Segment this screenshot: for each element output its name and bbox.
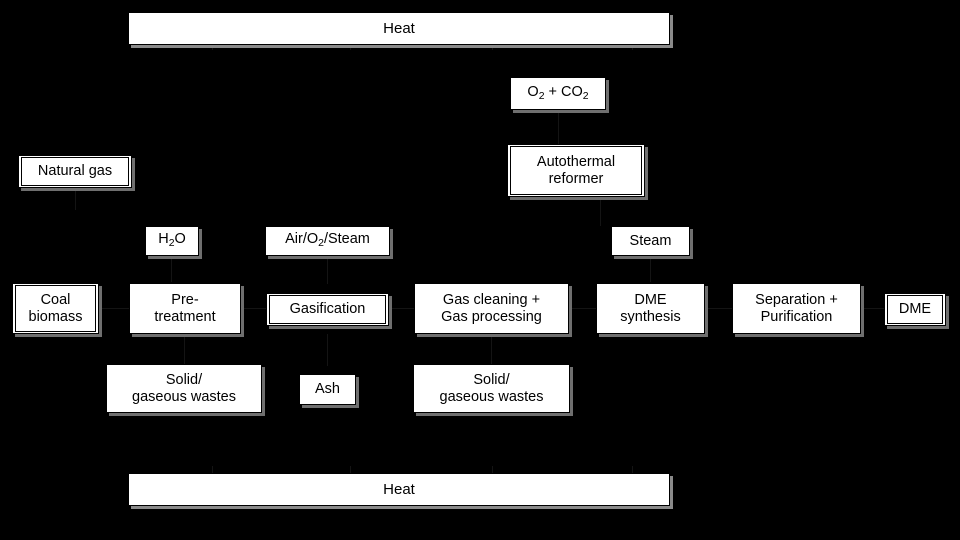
node-autothermal-reformer-label: Autothermal reformer	[510, 146, 642, 195]
node-separation-purification[interactable]: Separation + Purification	[732, 283, 861, 334]
node-waste-right[interactable]: Solid/ gaseous wastes	[413, 364, 570, 413]
node-waste-left[interactable]: Solid/ gaseous wastes	[106, 364, 262, 413]
connector-heat-bottom-stub-1	[212, 466, 213, 474]
heat-bar-top[interactable]: Heat	[128, 12, 670, 45]
connector-pretreatment-to-waste	[184, 334, 185, 364]
connector-heat-bottom-stub-2	[350, 466, 351, 474]
node-gasification[interactable]: Gasification	[266, 293, 389, 326]
node-dme-synthesis-label: DME synthesis	[620, 291, 681, 325]
node-coal-biomass[interactable]: Coal biomass	[12, 283, 99, 334]
node-air-o2-steam[interactable]: Air/O2/Steam	[265, 226, 390, 256]
node-pre-treatment[interactable]: Pre- treatment	[129, 283, 241, 334]
node-dme-product[interactable]: DME	[884, 293, 946, 326]
node-autothermal-reformer[interactable]: Autothermal reformer	[507, 144, 645, 197]
node-pre-treatment-label: Pre- treatment	[154, 291, 216, 325]
connector-pretreatment-to-gasification	[241, 308, 268, 309]
connector-heat-top-stub-3	[492, 44, 493, 50]
node-separation-purification-label: Separation + Purification	[755, 291, 838, 325]
node-o2-co2-label: O2 + CO2	[527, 83, 589, 102]
connector-o2co2-to-reformer	[558, 110, 559, 146]
node-coal-biomass-label: Coal biomass	[15, 285, 96, 332]
node-h2o-label: H2O	[158, 231, 186, 250]
node-h2o[interactable]: H2O	[145, 226, 199, 256]
node-natural-gas-label: Natural gas	[21, 157, 129, 186]
connector-reformer-to-steam	[600, 196, 601, 226]
node-o2-co2[interactable]: O2 + CO2	[510, 77, 606, 110]
node-ash-label: Ash	[315, 381, 340, 398]
connector-heat-top-stub-4	[632, 44, 633, 50]
connector-gasification-to-gascleaning	[389, 308, 416, 309]
node-ash[interactable]: Ash	[299, 374, 356, 405]
connector-coal-to-pretreatment	[99, 308, 130, 309]
connector-gascleaning-to-dmesynthesis	[569, 308, 596, 309]
connector-gasification-to-ash	[327, 334, 328, 366]
node-dme-synthesis[interactable]: DME synthesis	[596, 283, 705, 334]
node-steam[interactable]: Steam	[611, 226, 690, 256]
node-gas-cleaning[interactable]: Gas cleaning + Gas processing	[414, 283, 569, 334]
heat-bar-bottom[interactable]: Heat	[128, 473, 670, 506]
node-natural-gas[interactable]: Natural gas	[18, 155, 132, 188]
node-gasification-label: Gasification	[269, 295, 386, 324]
connector-heat-bottom-stub-4	[632, 466, 633, 474]
connector-air-to-gasification	[327, 256, 328, 284]
connector-separation-to-dme	[861, 308, 888, 309]
connector-heat-top-stub-2	[350, 44, 351, 50]
connector-naturalgas-down	[75, 190, 76, 210]
node-dme-product-label: DME	[887, 295, 943, 324]
heat-bar-bottom-label: Heat	[383, 481, 415, 498]
connector-heat-top-stub-1	[212, 44, 213, 50]
heat-bar-top-label: Heat	[383, 20, 415, 37]
connector-gascleaning-to-waste	[491, 334, 492, 364]
connector-steam-to-dme	[650, 256, 651, 282]
node-waste-right-label: Solid/ gaseous wastes	[439, 371, 544, 405]
node-waste-left-label: Solid/ gaseous wastes	[132, 371, 236, 405]
connector-h2o-to-pretreatment	[171, 256, 172, 282]
node-air-o2-steam-label: Air/O2/Steam	[285, 231, 370, 250]
node-steam-label: Steam	[629, 232, 672, 249]
node-gas-cleaning-label: Gas cleaning + Gas processing	[441, 291, 542, 325]
connector-dmesynthesis-to-separation	[705, 308, 732, 309]
connector-heat-bottom-stub-3	[492, 466, 493, 474]
